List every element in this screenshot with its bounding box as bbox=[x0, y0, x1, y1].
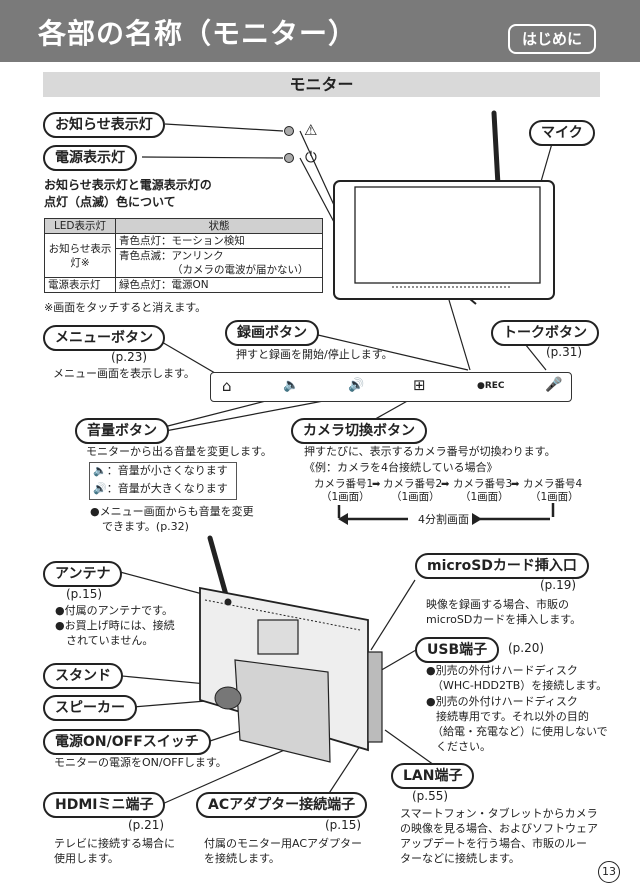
lan-ref: (p.55) bbox=[412, 789, 449, 803]
led-heading-1: お知らせ表示灯と電源表示灯の bbox=[44, 178, 212, 192]
callout-volume-button: 音量ボタン bbox=[75, 418, 169, 444]
antenna-line-1: ●付属のアンテナです。 bbox=[55, 604, 174, 617]
callout-record-button: 録画ボタン bbox=[225, 320, 319, 346]
ac-line-1: 付属のモニター用ACアダプター bbox=[204, 837, 363, 850]
callout-stand: スタンド bbox=[43, 663, 123, 689]
lan-line-2: の映像を見る場合、およびソフトウェア bbox=[400, 822, 598, 835]
usb-line-4: 接続専用です。それ以外の目的 bbox=[436, 710, 589, 723]
mic-icon[interactable]: 🎤 bbox=[545, 377, 563, 393]
blue-blink-cell-2: （カメラの電波が届かない） bbox=[115, 263, 323, 278]
lan-line-4: ターなどに接続します。 bbox=[400, 852, 520, 865]
camera-2: カメラ番号2 bbox=[383, 478, 443, 490]
blue-blink-cell: 青色点滅：アンリンク bbox=[115, 248, 323, 263]
camera-2-sub: （1画面） bbox=[391, 491, 440, 503]
header-bar bbox=[0, 0, 640, 62]
power-lamp-cell: 電源表示灯 bbox=[44, 277, 116, 293]
arrow-right-icon: ➡ bbox=[511, 479, 520, 490]
usb-line-1: ●別売の外付けハードディスク bbox=[426, 664, 578, 677]
ac-line-2: を接続します。 bbox=[204, 852, 280, 865]
lan-line-3: アップデートを行う場合、市販のルー bbox=[400, 837, 587, 850]
volume-legend-box bbox=[89, 462, 237, 500]
callout-camera-switch: カメラ切換ボタン bbox=[291, 418, 427, 444]
camera-4-sub: （1画面） bbox=[530, 491, 579, 503]
usb-line-5: （給電・充電など）に使用しないで bbox=[432, 725, 608, 738]
camera-4: カメラ番号4 bbox=[523, 478, 583, 490]
split-screen-label: 4分割画面 bbox=[418, 513, 469, 526]
callout-usb-port: USB端子 bbox=[415, 637, 500, 663]
hdmi-line-2: 使用します。 bbox=[54, 852, 119, 865]
power-icon: ⏻ bbox=[305, 148, 317, 166]
menu-ref: (p.23) bbox=[111, 350, 148, 364]
camera-switch-desc: 押すたびに、表示するカメラ番号が切換わります。 bbox=[304, 445, 556, 458]
volume-note-2: できます。(p.32) bbox=[102, 520, 189, 533]
notice-lamp-cell: お知らせ表示灯※ bbox=[44, 233, 116, 278]
ac-ref: (p.15) bbox=[325, 818, 362, 832]
volume-desc: モニターから出る音量を変更します。 bbox=[86, 445, 272, 458]
usb-line-6: ください。 bbox=[436, 740, 491, 753]
led-heading-2: 点灯（点滅）色について bbox=[44, 195, 176, 209]
microsd-ref: (p.19) bbox=[540, 578, 577, 592]
callout-speaker: スピーカー bbox=[43, 695, 137, 721]
state-col-header: 状態 bbox=[115, 218, 323, 234]
led-table: LED表示灯状態 お知らせ表示灯※青色点灯：モーション検知 青色点滅：アンリンク… bbox=[44, 218, 323, 293]
callout-antenna: アンテナ bbox=[43, 561, 123, 587]
record-desc: 押すと録画を開始/停止します。 bbox=[236, 348, 393, 361]
microsd-line-1: 映像を録画する場合、市販の bbox=[426, 598, 569, 611]
touch-button-bar bbox=[210, 372, 572, 402]
green-on-cell: 緑色点灯：電源ON bbox=[115, 277, 323, 293]
callout-notice-lamp: お知らせ表示灯 bbox=[43, 112, 165, 138]
record-button[interactable]: ●REC bbox=[477, 381, 505, 391]
warning-icon: ⚠ bbox=[304, 121, 318, 139]
volume-down-icon[interactable]: 🔈 bbox=[283, 378, 300, 393]
arrow-right-icon: ➡ bbox=[441, 479, 450, 490]
blue-on-cell: 青色点灯：モーション検知 bbox=[115, 233, 323, 249]
callout-microsd-slot: microSDカード挿入口 bbox=[415, 553, 589, 579]
camera-1: カメラ番号1 bbox=[314, 478, 374, 490]
led-col-header: LED表示灯 bbox=[44, 218, 116, 234]
callout-hdmi-port: HDMIミニ端子 bbox=[43, 792, 166, 818]
callout-power-switch: 電源ON/OFFスイッチ bbox=[43, 729, 211, 755]
camera-3: カメラ番号3 bbox=[453, 478, 513, 490]
camera-switch-example: 《例：カメラを4台接続している場合》 bbox=[304, 461, 498, 474]
callout-mic: マイク bbox=[529, 120, 595, 146]
antenna-line-2: ●お買上げ時には、接続 bbox=[55, 619, 175, 632]
menu-desc: メニュー画面を表示します。 bbox=[53, 367, 195, 380]
volume-quiet: 🔈：音量が小さくなります bbox=[93, 464, 228, 477]
page-number: 13 bbox=[598, 861, 620, 883]
microsd-line-2: microSDカードを挿入します。 bbox=[426, 613, 582, 626]
camera-1-sub: （1画面） bbox=[321, 491, 370, 503]
callout-power-lamp: 電源表示灯 bbox=[43, 145, 137, 171]
antenna-ref: (p.15) bbox=[66, 587, 103, 601]
section-badge: はじめに bbox=[508, 24, 596, 54]
callout-lan-port: LAN端子 bbox=[391, 763, 475, 789]
volume-up-icon[interactable]: 🔊 bbox=[348, 378, 365, 393]
antenna-line-3: されていません。 bbox=[66, 634, 154, 647]
volume-note-1: ●メニュー画面からも音量を変更 bbox=[90, 505, 254, 518]
arrow-right-icon: ➡ bbox=[372, 479, 381, 490]
usb-ref: (p.20) bbox=[508, 641, 545, 655]
callout-ac-port: ACアダプター接続端子 bbox=[196, 792, 368, 818]
callout-menu-button: メニューボタン bbox=[43, 325, 165, 351]
section-heading: モニター bbox=[43, 72, 600, 97]
lan-line-1: スマートフォン・タブレットからカメラ bbox=[400, 807, 598, 820]
led-note: ※画面をタッチすると消えます。 bbox=[44, 301, 207, 314]
camera-3-sub: （1画面） bbox=[460, 491, 509, 503]
usb-line-2: （WHC-HDD2TB）を接続します。 bbox=[432, 679, 608, 692]
camera-grid-icon[interactable]: ⊞ bbox=[413, 376, 426, 394]
page-title: 各部の名称（モニター） bbox=[38, 17, 358, 50]
hdmi-line-1: テレビに接続する場合に bbox=[54, 837, 175, 850]
callout-talk-button: トークボタン bbox=[491, 320, 599, 346]
power-switch-desc: モニターの電源をON/OFFします。 bbox=[54, 756, 227, 769]
talk-ref: (p.31) bbox=[546, 345, 583, 359]
hdmi-ref: (p.21) bbox=[128, 818, 165, 832]
home-icon[interactable]: ⌂ bbox=[222, 377, 232, 395]
volume-loud: 🔊：音量が大きくなります bbox=[93, 482, 228, 495]
usb-line-3: ●別売の外付けハードディスク bbox=[426, 695, 578, 708]
